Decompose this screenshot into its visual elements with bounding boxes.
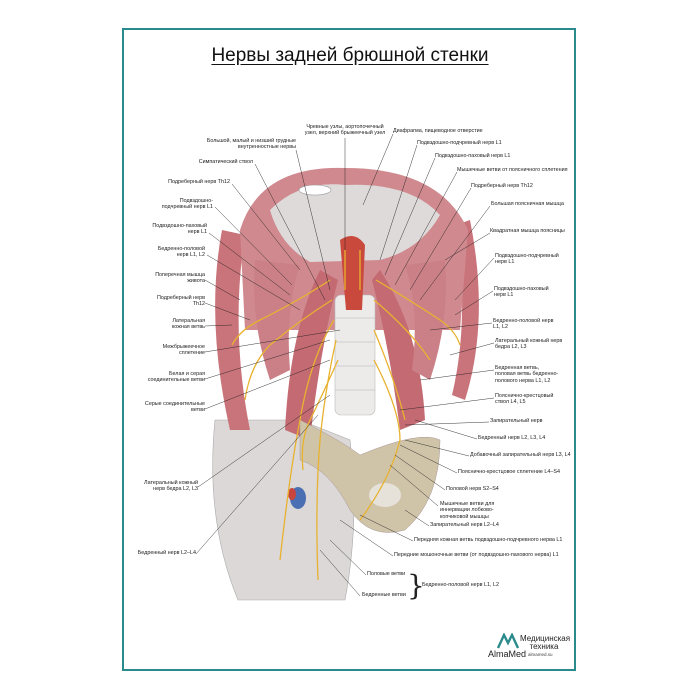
brace-icon: } <box>407 569 425 602</box>
label-right-12: Пояснично-крестцовый ствол L4, L5 <box>495 393 554 406</box>
label-right-10: Латеральный кожный нерв бедра L2, L3 <box>495 338 563 351</box>
label-right-9: Бедренно-половой нерв L1, L2 <box>493 318 554 331</box>
label-right-7: Подвздошно-подчревный нерв L1 <box>495 253 559 266</box>
label-right-17: Половой нерв S2–S4 <box>446 486 499 492</box>
label-right-6: Квадратная мышца поясницы <box>490 228 565 234</box>
label-left-5: Бедренно-половой нерв L1, L2 <box>157 246 205 259</box>
lumbar-spine <box>334 294 376 416</box>
esophageal-opening <box>298 184 332 196</box>
label-left-7: Подреберный нерв Th12 <box>156 295 205 308</box>
label-left-2: Подреберный нерв Th12 <box>168 179 230 185</box>
almamed-logo-icon <box>496 633 520 649</box>
abdominal-wall-right <box>452 220 479 400</box>
logo-tagline: Медицинская техника <box>520 634 571 651</box>
label-left-3: Подвздошно-подчревный нерв L1 <box>161 198 213 211</box>
aorta <box>340 236 365 310</box>
poster-frame <box>122 28 576 671</box>
label-left-12: Латеральный кожный нерв бедра L2, L3 <box>144 480 198 493</box>
label-femoral-branches: Бедренные ветви <box>362 592 406 598</box>
label-right-1: Подвздошно-подчревный нерв L1 <box>417 140 502 146</box>
label-right-16: Пояснично-крестцовое сплетение L4–S4 <box>458 469 560 475</box>
label-genitofemoral-group: Бедренно-половой нерв L1, L2 <box>422 582 499 588</box>
label-right-5: Большая поясничная мышца <box>491 201 564 207</box>
label-right-3: Мышечные ветви от поясничного сплетения <box>457 167 568 173</box>
label-right-20: Передняя кожная ветвь подвздошно-подчрев… <box>414 537 563 543</box>
label-left-4: Подвздошно-паховый нерв L1 <box>152 223 207 236</box>
label-right-15: Добавочный запирательный нерв L3, L4 <box>470 452 571 458</box>
label-right-18: Мышечные ветви для иннервации лобково-ко… <box>440 501 495 520</box>
quadratus-right <box>405 260 446 380</box>
femoral-artery <box>288 488 296 500</box>
label-left-0: Большой, малый и низший грудные внутренн… <box>206 138 296 151</box>
label-left-10: Белая и серая соединительные ветви <box>147 371 205 384</box>
obturator-foramen <box>369 483 401 507</box>
label-left-1: Симпатический ствол <box>198 159 253 165</box>
poster-title: Нервы задней брюшной стенки <box>0 45 700 67</box>
nerves <box>231 250 461 581</box>
title-text: Нервы задней брюшной стенки <box>211 45 489 66</box>
label-right-4: Подреберный нерв Th12 <box>471 183 533 189</box>
abdominal-wall-left <box>215 230 250 430</box>
label-left-6: Поперечная мышца живота <box>155 272 205 285</box>
label-right-14: Бедренный нерв L2, L3, L4 <box>478 435 546 441</box>
label-right-8: Подвздошно-паховый нерв L1 <box>494 286 549 299</box>
label-genital-branches: Половые ветви <box>367 571 406 577</box>
label-left-8: Латеральная кожная ветвь <box>171 318 205 331</box>
label-right-13: Запирательный нерв <box>490 418 543 424</box>
label-celiac-ganglia: Чревные узлы, аортопочечный узел, верхни… <box>304 124 386 137</box>
label-right-21: Передние мошоночные ветви (от подвздошно… <box>394 552 559 558</box>
diaphragm-tendon <box>270 184 440 262</box>
pelvis <box>299 419 441 533</box>
leader-lines <box>195 133 495 597</box>
logo-url: almamed.su <box>528 652 553 657</box>
label-right-19: Запирательный нерв L2–L4 <box>430 522 499 528</box>
label-right-0: Диафрагма, пищеводное отверстие <box>393 128 483 134</box>
logo-name: AlmaMed <box>488 649 527 659</box>
label-left-13: Бедренный нерв L2–L4 <box>137 550 196 556</box>
psoas-left <box>285 270 338 440</box>
label-left-9: Межбрыжеечное сплетение <box>162 344 205 357</box>
label-right-2: Подвздошно-паховый нерв L1 <box>435 153 511 159</box>
label-right-11: Бедренная ветвь, половая ветвь бедренно-… <box>495 365 559 384</box>
label-left-11: Серые соединительные ветви <box>144 401 205 414</box>
